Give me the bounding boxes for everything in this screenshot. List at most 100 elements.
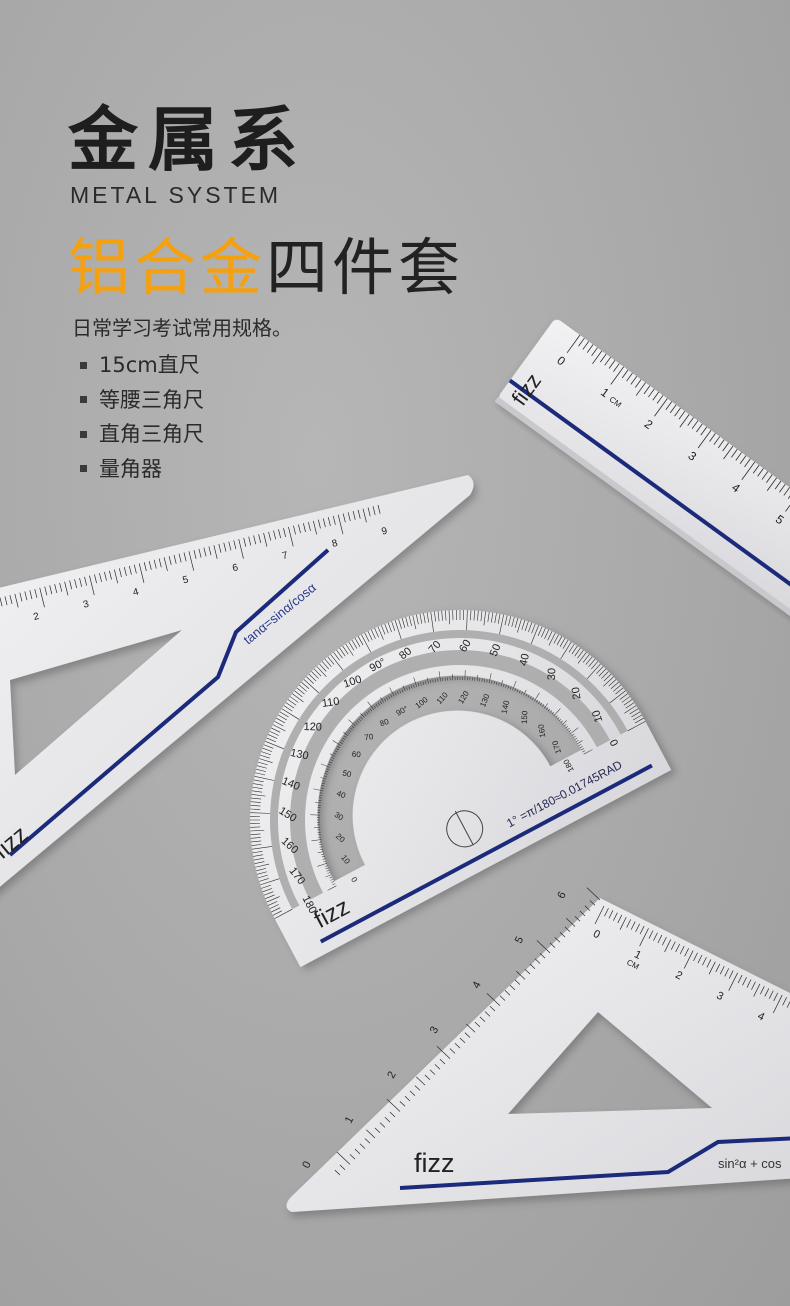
- triangle-tick: [213, 545, 218, 559]
- protractor-tick: [457, 677, 458, 681]
- protractor-tick: [507, 685, 510, 689]
- ruler-tick: [766, 474, 773, 483]
- triangle-tick: [228, 541, 232, 551]
- triangle-tick: [715, 963, 721, 973]
- protractor-tick: [408, 616, 412, 627]
- protractor-tick: [497, 613, 501, 624]
- protractor-tick: [367, 631, 373, 641]
- protractor-tick: [272, 724, 286, 732]
- feature-list: 15cm直尺 等腰三角尺 直角三角尺 量角器: [80, 348, 204, 486]
- protractor-tick: [495, 681, 498, 685]
- protractor-tick: [319, 846, 323, 848]
- triangle-tick: [148, 560, 152, 570]
- protractor-tick: [333, 652, 340, 661]
- protractor-tick: [391, 621, 396, 631]
- triangle-number: 5: [513, 935, 526, 946]
- triangle-tick: [84, 576, 87, 586]
- protractor-tick: [250, 816, 261, 817]
- triangle-tick: [613, 912, 618, 921]
- protractor-tick: [350, 727, 353, 731]
- feature-item: 量角器: [80, 452, 204, 487]
- triangle-tick: [604, 908, 609, 917]
- triangle-number: 0: [300, 1159, 313, 1170]
- protractor-tick: [568, 729, 572, 733]
- protractor-inner-number: 160: [536, 723, 547, 738]
- protractor-inner-number: 120: [456, 689, 471, 706]
- protractor-tick: [355, 722, 358, 725]
- protractor-tick: [257, 765, 267, 769]
- protractor-tick: [514, 618, 519, 628]
- protractor-tick: [325, 867, 329, 870]
- protractor-tick: [347, 731, 350, 735]
- protractor-tick: [608, 679, 617, 687]
- protractor-tick: [444, 677, 446, 681]
- protractor-tick: [253, 857, 264, 861]
- triangle-tick: [253, 535, 257, 545]
- protractor-tick: [387, 622, 392, 633]
- triangle-tick: [509, 984, 516, 991]
- protractor-tick: [624, 705, 637, 714]
- triangle-tick: [684, 948, 689, 957]
- protractor-tick: [319, 794, 323, 796]
- triangle-tick: [534, 958, 541, 964]
- protractor-tick: [250, 805, 261, 807]
- protractor-tick: [394, 620, 402, 640]
- triangle-tick: [248, 536, 252, 546]
- triangle-tick: [334, 1169, 341, 1176]
- protractor-tick: [401, 689, 404, 693]
- ruler-tick: [735, 452, 742, 461]
- ruler-tick: [635, 382, 646, 396]
- triangle-tick: [742, 977, 747, 986]
- ruler-tick: [610, 366, 625, 385]
- triangle-tick: [675, 943, 681, 953]
- description: 日常学习考试常用规格。: [72, 316, 292, 340]
- protractor-tick: [263, 744, 274, 749]
- triangle-tick: [367, 507, 371, 517]
- protractor-tick: [509, 686, 512, 690]
- triangle-tick: [499, 995, 506, 1001]
- protractor-tick: [274, 721, 284, 727]
- protractor-tick: [317, 812, 321, 813]
- protractor-inner-number: 60: [352, 750, 362, 759]
- protractor-tick: [301, 682, 310, 690]
- triangle-tick: [143, 562, 147, 572]
- triangle-tick: [617, 914, 623, 924]
- protractor-tick: [357, 636, 364, 646]
- protractor-inner-number: 20: [334, 832, 347, 845]
- triangle-tick: [693, 952, 698, 961]
- triangle-tick: [424, 1074, 431, 1081]
- protractor-tick: [311, 671, 319, 679]
- protractor-tick: [258, 874, 268, 879]
- triangle-tick: [384, 1117, 391, 1123]
- protractor-tick: [631, 711, 641, 718]
- protractor-tick: [537, 626, 543, 637]
- protractor-tick: [508, 616, 512, 627]
- triangle-tick: [263, 532, 268, 547]
- triangle-tick: [608, 910, 614, 919]
- protractor-tick: [603, 673, 612, 682]
- protractor-tick: [448, 610, 451, 625]
- bullet-icon: [80, 396, 87, 404]
- protractor-tick: [287, 699, 297, 706]
- triangle-tick: [183, 552, 187, 562]
- protractor-tick: [426, 677, 429, 684]
- protractor-tick: [394, 692, 397, 696]
- protractor-tick: [351, 725, 355, 729]
- protractor-tick: [262, 747, 273, 752]
- page-subtitle: METAL SYSTEM: [70, 182, 282, 208]
- protractor-tick: [365, 711, 369, 715]
- protractor-tick: [317, 809, 321, 811]
- triangle-tick: [760, 986, 765, 995]
- triangle-tick: [466, 1023, 476, 1033]
- triangle-tick: [564, 926, 571, 932]
- protractor-tick: [484, 679, 486, 683]
- ruler-tick: [741, 461, 756, 480]
- protractor-tick: [277, 714, 287, 721]
- protractor-tick: [251, 794, 266, 797]
- ruler-tick: [752, 464, 760, 474]
- protractor-tick: [590, 661, 598, 670]
- protractor-tick: [250, 801, 261, 803]
- protractor-tick: [615, 687, 624, 695]
- protractor-tick: [319, 663, 327, 672]
- triangle-tick: [579, 910, 586, 917]
